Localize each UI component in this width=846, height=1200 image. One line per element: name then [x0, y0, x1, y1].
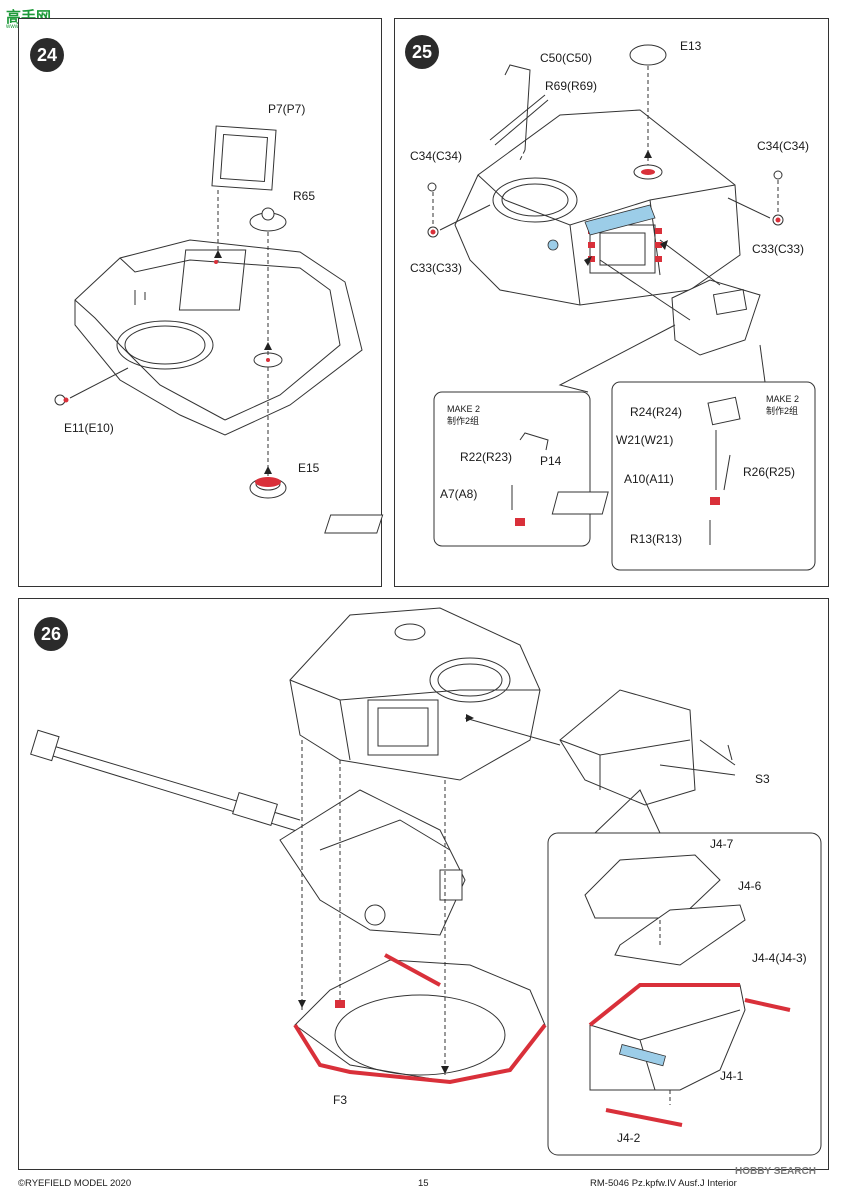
make2-right-cn: 制作2组	[766, 406, 799, 416]
make2-right-en: MAKE 2	[766, 394, 800, 404]
make2-left-en: MAKE 2	[447, 404, 481, 414]
label-s3: S3	[755, 772, 770, 786]
label-j4-2: J4-2	[617, 1131, 641, 1145]
footer-watermark: HOBBY SEARCH	[735, 1166, 816, 1177]
label-e11: E11(E10)	[64, 421, 114, 435]
label-c33-left: C33(C33)	[410, 261, 463, 275]
label-a10: A10(A11)	[624, 472, 674, 486]
label-c33-right: C33(C33)	[752, 242, 805, 256]
label-r22: R22(R23)	[460, 450, 513, 464]
label-p14: P14	[540, 454, 562, 468]
label-c34-left: C34(C34)	[410, 149, 463, 163]
label-p7: P7(P7)	[268, 102, 306, 116]
label-r65: R65	[293, 189, 316, 203]
label-j4-7: J4-7	[710, 837, 734, 851]
make2-left-cn: 制作2组	[447, 416, 480, 426]
label-e13: E13	[680, 39, 702, 53]
step-24-number: 24	[30, 38, 64, 72]
label-r13: R13(R13)	[630, 532, 683, 546]
label-f3: F3	[333, 1093, 348, 1107]
label-a7: A7(A8)	[440, 487, 478, 501]
label-r26: R26(R25)	[743, 465, 796, 479]
label-j4-4: J4-4(J4-3)	[752, 951, 807, 965]
footer-product: RM-5046 Pz.kpfw.IV Ausf.J Interior	[590, 1178, 737, 1189]
label-j4-6: J4-6	[738, 879, 762, 893]
label-c34-right: C34(C34)	[757, 139, 810, 153]
footer-copyright: ©RYEFIELD MODEL 2020	[18, 1178, 132, 1189]
label-e15: E15	[298, 461, 320, 475]
label-r24: R24(R24)	[630, 405, 683, 419]
step-25-number: 25	[405, 35, 439, 69]
label-j4-1: J4-1	[720, 1069, 744, 1083]
label-c50: C50(C50)	[540, 51, 593, 65]
label-r69: R69(R69)	[545, 79, 598, 93]
label-w21: W21(W21)	[616, 433, 674, 447]
footer-page-number: 15	[418, 1178, 429, 1189]
step-26-number: 26	[34, 617, 68, 651]
